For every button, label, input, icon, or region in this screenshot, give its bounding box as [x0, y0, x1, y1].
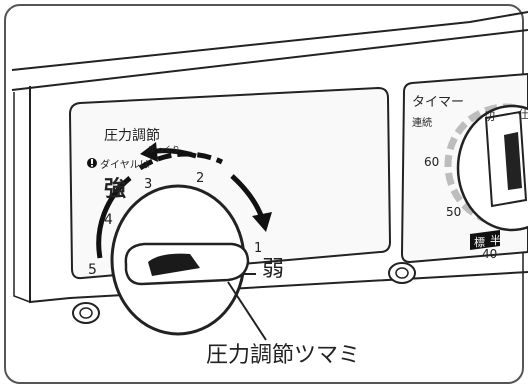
timer-scale-60: 60 — [424, 155, 439, 169]
timer-standard-label: 標 — [474, 235, 485, 249]
exclamation-mark-bar — [91, 159, 93, 164]
foot-left — [72, 302, 100, 324]
turn-left-arrow-head — [140, 142, 158, 162]
strong-label: 強 — [104, 176, 126, 202]
timer-title: タイマー — [412, 95, 464, 110]
foot-right-hole — [395, 267, 409, 279]
dial-warning-text: ダイヤルは — [100, 158, 150, 171]
housing-top-edge — [11, 11, 528, 71]
callout-label: 圧力調節ツマミ — [206, 343, 360, 368]
timer-half-label: 半 — [490, 233, 501, 247]
foot-right — [388, 262, 416, 284]
exclamation-mark-dot — [91, 165, 93, 167]
pressure-scale-arc-left — [96, 176, 132, 259]
pressure-scale-2: 2 — [196, 171, 204, 186]
timer-dial-grip-shadow — [504, 132, 522, 190]
timer-continuous-label: 連続 — [412, 116, 432, 129]
turn-right-arrow-head — [252, 212, 272, 232]
callout-leader-line — [227, 281, 267, 341]
dial-warning-text-2: ゆっくり — [148, 145, 180, 154]
pressure-scale-3: 3 — [144, 177, 152, 192]
pressure-scale-4: 4 — [104, 212, 113, 228]
timer-mode-band — [470, 230, 500, 250]
housing-left-side — [13, 92, 31, 303]
timer-scale-50: 50 — [446, 205, 461, 219]
pressure-scale-1: 1 — [254, 241, 262, 256]
housing-top-inner-edge — [11, 29, 528, 91]
timer-partial-label: 仕 — [518, 108, 528, 121]
weak-label: 弱 — [262, 257, 284, 282]
foot-left-hole — [79, 307, 93, 319]
timer-scale-40: 40 — [482, 247, 497, 261]
housing-front-outline — [29, 86, 528, 304]
timer-off-label: 切 — [484, 110, 495, 123]
pressure-dial-grip-shadow — [148, 253, 200, 276]
pressure-panel-title: 圧力調節 — [104, 127, 160, 144]
pressure-scale-5: 5 — [88, 262, 97, 278]
